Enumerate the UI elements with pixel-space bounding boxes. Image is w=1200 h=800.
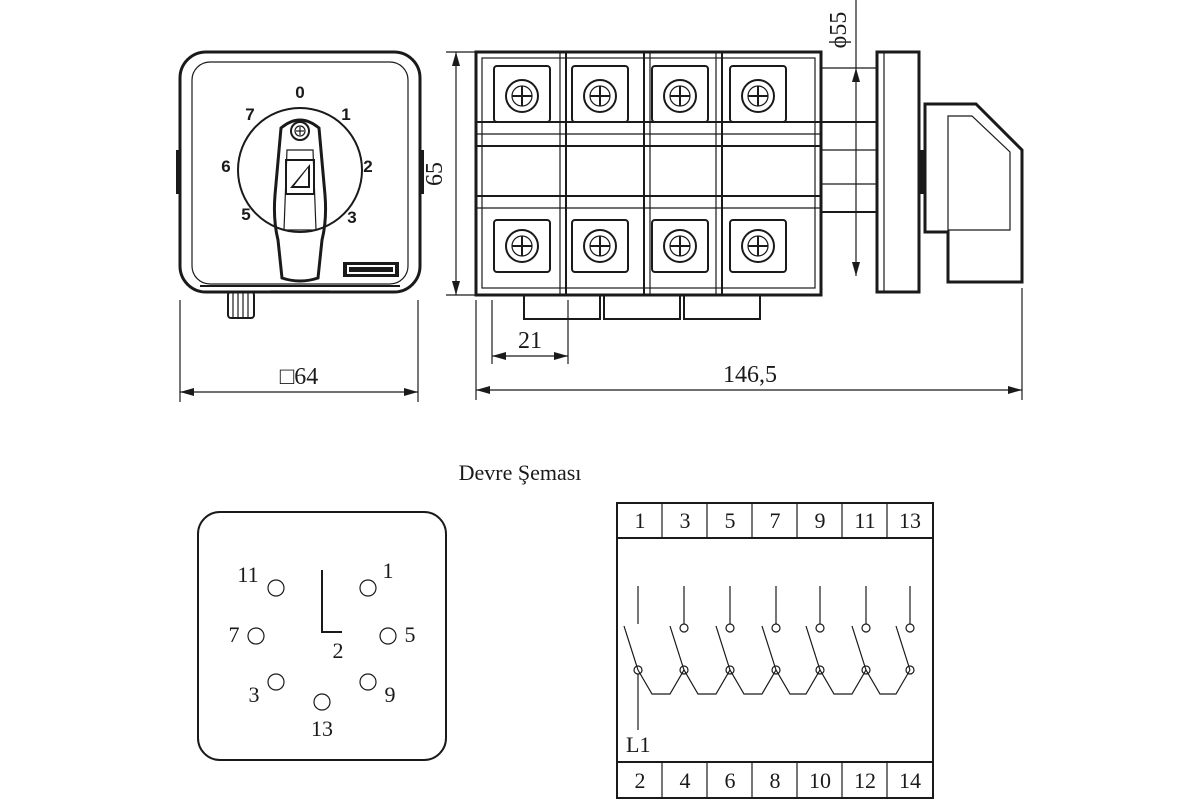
- side-view: 65 ϕ55 21 146,5: [422, 0, 1024, 400]
- dial-position-0: 0: [295, 83, 304, 102]
- height-dimension: 65: [422, 51, 476, 296]
- contact-layout: 2 11 1 7 5 3 9 13: [197, 511, 447, 761]
- dial-position-6: 6: [221, 157, 230, 176]
- terminal-screw-top-1: [493, 65, 551, 123]
- contact-layout-frame: [197, 511, 447, 761]
- terminal-9-label: 9: [385, 682, 396, 707]
- circuit-title: Devre Şeması: [459, 460, 582, 485]
- connection-table: 1 3 5 7 9 11 13 2 4 6 8 10 12 14: [616, 502, 934, 799]
- terminal-3-label: 3: [249, 682, 260, 707]
- top-terminal-7: 7: [770, 508, 781, 533]
- handle-screw-icon: [290, 121, 310, 141]
- terminal-screw-top-3: [651, 65, 709, 123]
- bottom-terminal-10: 10: [809, 768, 831, 793]
- terminal-screw-bottom-4: [729, 219, 787, 273]
- terminal-1-circle: [359, 579, 377, 597]
- terminal-11-circle: [267, 579, 285, 597]
- terminal-13-label: 13: [311, 716, 333, 741]
- length-label: 146,5: [723, 362, 777, 388]
- dial-position-1: 1: [341, 105, 350, 124]
- switch-handle[interactable]: [272, 118, 328, 283]
- input-label: L1: [626, 732, 650, 757]
- module-dimension: 21: [491, 300, 569, 364]
- dial-position-3: 3: [347, 208, 356, 227]
- terminal-7-label: 7: [229, 622, 240, 647]
- diameter-label: ϕ55: [826, 12, 852, 49]
- terminal-11-label: 11: [237, 562, 258, 587]
- terminal-7-circle: [247, 627, 265, 645]
- table-frame: [616, 502, 934, 799]
- dial-position-5: 5: [241, 205, 250, 224]
- bottom-terminal-2: 2: [635, 768, 646, 793]
- dial-ring: [237, 107, 363, 233]
- center-label: 2: [333, 638, 344, 663]
- front-view: 0 1 2 3 5 6 7 □64: [176, 50, 424, 402]
- mounting-screw: [227, 291, 255, 319]
- length-dimension: 146,5: [475, 288, 1023, 400]
- rating-plate: [343, 262, 399, 277]
- bottom-terminal-12: 12: [854, 768, 876, 793]
- width-dimension: □64: [179, 300, 419, 402]
- terminal-screw-bottom-3: [651, 219, 709, 273]
- terminal-screw-bottom-2: [571, 219, 629, 273]
- mounting-feet: [523, 294, 761, 320]
- top-terminal-5: 5: [725, 508, 736, 533]
- dial-position-2: 2: [363, 157, 372, 176]
- drive-shaft: [820, 121, 878, 213]
- terminal-5-circle: [379, 627, 397, 645]
- height-label: 65: [422, 162, 448, 186]
- brand-logo-icon: [285, 159, 315, 195]
- bottom-terminal-4: 4: [680, 768, 691, 793]
- front-plate: [875, 50, 921, 294]
- top-terminal-3: 3: [680, 508, 691, 533]
- terminal-screw-top-2: [571, 65, 629, 123]
- top-terminal-11: 11: [854, 508, 875, 533]
- front-face-inner: [191, 61, 409, 285]
- top-terminal-13: 13: [899, 508, 921, 533]
- center-contact: [321, 570, 342, 633]
- terminal-5-label: 5: [405, 622, 416, 647]
- terminal-13-circle: [313, 693, 331, 711]
- dial-position-7: 7: [245, 105, 254, 124]
- terminal-9-circle: [359, 673, 377, 691]
- width-label: □64: [280, 364, 319, 390]
- handle-side-profile: [923, 102, 1024, 284]
- top-terminal-9: 9: [815, 508, 826, 533]
- top-terminal-1: 1: [635, 508, 646, 533]
- bottom-terminal-8: 8: [770, 768, 781, 793]
- terminal-1-label: 1: [383, 558, 394, 583]
- bottom-terminal-14: 14: [899, 768, 921, 793]
- terminal-screw-top-4: [729, 65, 787, 123]
- switch-contacts: [623, 586, 915, 730]
- bottom-terminal-6: 6: [725, 768, 736, 793]
- module-label: 21: [518, 328, 542, 354]
- terminal-screw-bottom-1: [493, 219, 551, 273]
- diameter-dimension: ϕ55: [821, 0, 877, 276]
- terminal-3-circle: [267, 673, 285, 691]
